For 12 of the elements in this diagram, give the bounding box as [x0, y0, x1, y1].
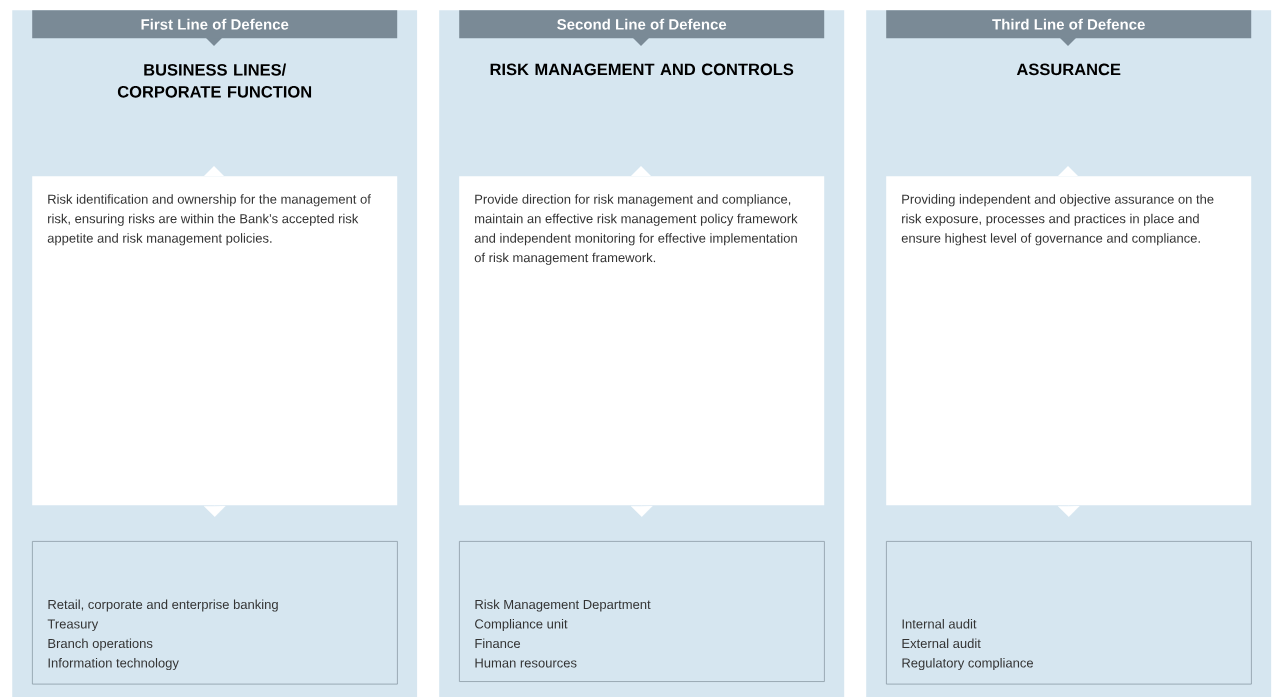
chevron-arrow	[630, 505, 653, 517]
description-box: Providing independent and objective assurance on the risk exposure, processes and practices in place and ensure highest level of governance and compliance.	[886, 166, 1252, 506]
department-list-box: Retail, corporate and enterprise banking Treasury Branch operations Information technology	[32, 541, 398, 685]
header-tab: First Line of Defence	[32, 10, 398, 46]
header-tab: Third Line of Defence	[886, 10, 1252, 46]
department-list-box: Risk Management Department Compliance unit Finance Human resources	[459, 541, 825, 682]
description-box: Risk identification and ownership for the management of risk, ensuring risks are within the Bank’s accepted risk appetite and risk management policies.	[32, 166, 398, 506]
header-tab: Second Line of Defence	[459, 10, 825, 46]
description-box: Provide direction for risk management and compliance, maintain an effective risk management policy framework and independent monitoring for effective implementation of risk management framework.	[459, 166, 825, 506]
department-list-box: Internal audit External audit Regulatory compliance	[886, 541, 1252, 685]
chevron-arrow	[203, 505, 226, 517]
chevron-arrow	[1057, 505, 1080, 517]
